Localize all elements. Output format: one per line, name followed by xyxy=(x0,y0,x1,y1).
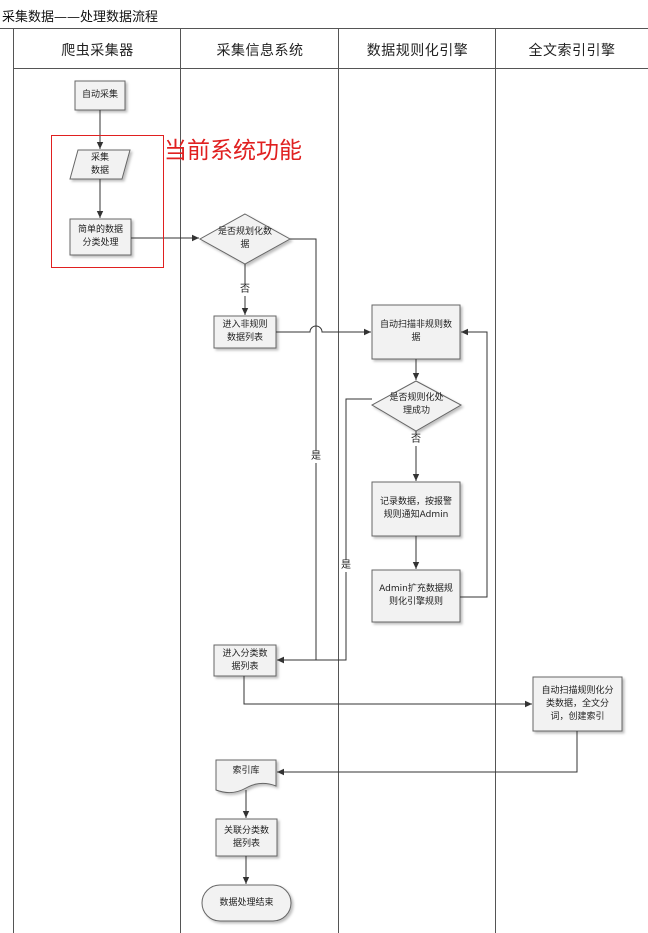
node-end xyxy=(201,884,292,922)
node-collect-data xyxy=(69,149,131,180)
page-title: 采集数据——处理数据流程 xyxy=(2,10,159,25)
edge-label-no-2: 否 xyxy=(411,434,421,446)
edge-label-yes-1: 是 xyxy=(311,451,321,463)
node-label-enter-non-normalized: 进入非规则 数据列表 xyxy=(222,320,268,343)
node-fulltext-index xyxy=(532,676,623,732)
lane-header-fulltext-engine: 全文索引引擎 xyxy=(528,43,616,59)
edge-classified-to-index xyxy=(243,676,532,708)
node-label-collect-data: 采集 数据 xyxy=(90,152,109,176)
node-label-auto-collect: 自动采集 xyxy=(81,90,118,100)
lane-header-crawler: 爬虫采集器 xyxy=(61,43,134,59)
node-label-fulltext-index: 自动扫描规则化分 类数据，全文分 词，创建索引 xyxy=(541,685,614,722)
node-simple-classify xyxy=(69,218,132,256)
node-label-auto-scan-non-normalized: 自动扫描非规则数 据 xyxy=(379,320,452,343)
node-label-simple-classify: 简单的数据 分类处理 xyxy=(77,225,123,248)
current-feature-annotation: 当前系统功能 xyxy=(164,138,302,164)
current-feature-highlight-box xyxy=(51,135,164,268)
node-label-index-db: 索引库 xyxy=(232,765,260,776)
edge-decision2-yes xyxy=(277,398,372,664)
edge-decision-yes xyxy=(277,238,317,664)
node-label-admin-expand-rules: Admin扩充数据规 则化引擎规则 xyxy=(379,584,453,607)
node-enter-classified xyxy=(213,644,277,677)
node-auto-collect xyxy=(74,80,126,111)
node-label-is-normalized-decision: 是否规划化数 据 xyxy=(217,227,272,250)
edge-label-yes-2: 是 xyxy=(341,560,351,572)
lane-header-normalization-engine: 数据规则化引擎 xyxy=(366,43,469,59)
node-label-record-alert: 记录数据，按报警 规则通知Admin xyxy=(379,497,452,520)
node-label-enter-classified: 进入分类数 据列表 xyxy=(222,648,268,672)
edge-index-to-db xyxy=(277,731,578,776)
node-label-related-classified: 关联分类数 据列表 xyxy=(223,825,269,849)
edge-admin-loop xyxy=(460,328,488,598)
node-admin-expand-rules xyxy=(371,569,461,623)
node-label-end: 数据处理结束 xyxy=(219,897,274,908)
lane-header-collection-system: 采集信息系统 xyxy=(216,43,304,59)
edge-label-no-1: 否 xyxy=(240,284,250,296)
lane-frame xyxy=(0,28,648,933)
node-enter-non-normalized xyxy=(213,315,277,349)
node-index-db xyxy=(215,759,277,794)
node-label-normalize-success-decision: 是否规则化处 理成功 xyxy=(389,393,444,416)
edge-non-normalized-to-scan xyxy=(276,325,371,336)
